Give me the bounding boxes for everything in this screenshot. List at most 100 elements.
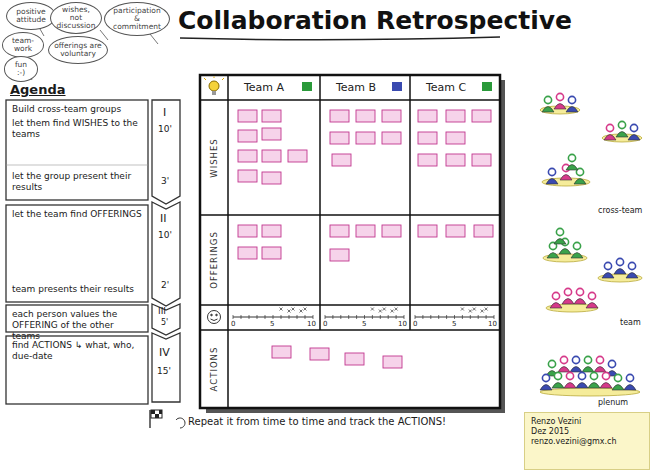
scale-tick	[422, 315, 423, 319]
sticky-note	[474, 225, 493, 237]
vote-mark	[383, 308, 386, 311]
sticky-note	[330, 225, 349, 237]
person-body	[560, 175, 572, 181]
group-label: plenum	[598, 398, 628, 407]
scale-number: 10	[307, 320, 316, 328]
node-text: wishes, not discussion	[56, 6, 96, 30]
scale-tick	[364, 315, 365, 319]
note-bubble: wishes, not discussion	[50, 2, 102, 34]
sticky-note	[262, 110, 281, 122]
sticky-note	[356, 132, 375, 144]
person-head	[544, 96, 551, 103]
person-head	[560, 356, 567, 363]
node-text: fun :-)	[10, 61, 32, 77]
sticky-note	[238, 170, 257, 182]
team-color	[392, 82, 402, 91]
person-body	[612, 385, 624, 391]
node-text: Build cross-team groups	[12, 104, 142, 115]
group-label: cross-team	[598, 206, 642, 215]
step-time: 10'	[158, 230, 172, 240]
grid-frame	[200, 75, 500, 408]
vote-mark	[395, 308, 398, 311]
person-body	[624, 385, 636, 391]
scale-tick	[325, 315, 326, 319]
person-body	[554, 104, 566, 110]
person-head	[566, 372, 573, 379]
node-text: let the group present their results	[12, 171, 142, 193]
vote-mark	[379, 310, 382, 313]
person-body	[550, 303, 562, 309]
person-head	[552, 292, 559, 299]
vote-mark	[473, 308, 476, 311]
scale-tick	[470, 315, 471, 319]
grid-lines	[200, 75, 500, 408]
scale-tick	[356, 315, 357, 319]
scale-number: 5	[270, 320, 274, 328]
team-color	[302, 82, 312, 91]
scale-tick	[486, 315, 487, 319]
scale-tick	[265, 315, 266, 319]
person-head	[630, 124, 637, 131]
person-body	[566, 107, 578, 113]
vote-mark	[292, 308, 295, 311]
person-body	[554, 239, 566, 245]
scale-number: 5	[362, 320, 366, 328]
node-text: team-work	[8, 37, 38, 53]
scale-tick	[348, 315, 349, 319]
note-bubble: fun :-)	[4, 56, 38, 82]
person-body	[564, 383, 576, 389]
person-head	[573, 242, 580, 249]
scale-tick	[241, 315, 242, 319]
team-header: Team A	[228, 75, 320, 100]
person-head	[576, 288, 583, 295]
person-body	[547, 253, 559, 259]
sticky-note	[418, 110, 437, 122]
sticky-note	[446, 110, 465, 122]
footer-note: Repeat it from time to time and track th…	[188, 416, 446, 427]
scale-tick	[438, 315, 439, 319]
step-numeral: II	[160, 212, 167, 225]
sticky-note	[238, 225, 257, 237]
node-text: positive attitude	[12, 8, 50, 24]
sticky-note	[330, 132, 349, 144]
note-bubble: participation & commitment	[104, 2, 170, 36]
person-head	[588, 292, 595, 299]
person-head	[604, 262, 611, 269]
scale-tick	[404, 315, 405, 319]
scale-tick	[462, 315, 463, 319]
step-numeral: I	[163, 106, 166, 119]
sticky-note	[382, 225, 401, 237]
vote-mark	[469, 310, 472, 313]
node-text: find ACTIONS ↳ what, who, due-date	[12, 340, 142, 362]
row-header: ACTIONS	[200, 330, 228, 408]
sticky-note	[330, 249, 349, 261]
person-head	[572, 356, 579, 363]
row-header: WISHES	[200, 100, 228, 215]
scale-tick	[478, 315, 479, 319]
sticky-note	[332, 154, 351, 166]
scale-tick	[289, 315, 290, 319]
sticky-note	[262, 225, 281, 237]
person-head	[614, 374, 621, 381]
person-body	[571, 253, 583, 259]
sticky-note	[382, 110, 401, 122]
vote-mark	[391, 310, 394, 313]
node-text: let the team find OFFERINGS	[12, 209, 142, 220]
person-body	[562, 299, 574, 305]
team-color	[482, 82, 492, 91]
sticky-note	[382, 132, 401, 144]
node-text: Renzo Vezini	[531, 417, 643, 427]
person-head	[602, 372, 609, 379]
bubble-tail	[150, 34, 158, 44]
scale-tick	[380, 315, 381, 319]
person-body	[582, 367, 594, 373]
sticky-note	[310, 348, 329, 360]
step-chevrons	[152, 100, 180, 402]
sticky-note	[262, 128, 281, 140]
scale-tick	[494, 315, 495, 319]
sticky-note	[446, 132, 465, 144]
sticky-note	[272, 346, 291, 358]
person-head	[568, 96, 575, 103]
section-heading: Agenda	[10, 82, 66, 97]
